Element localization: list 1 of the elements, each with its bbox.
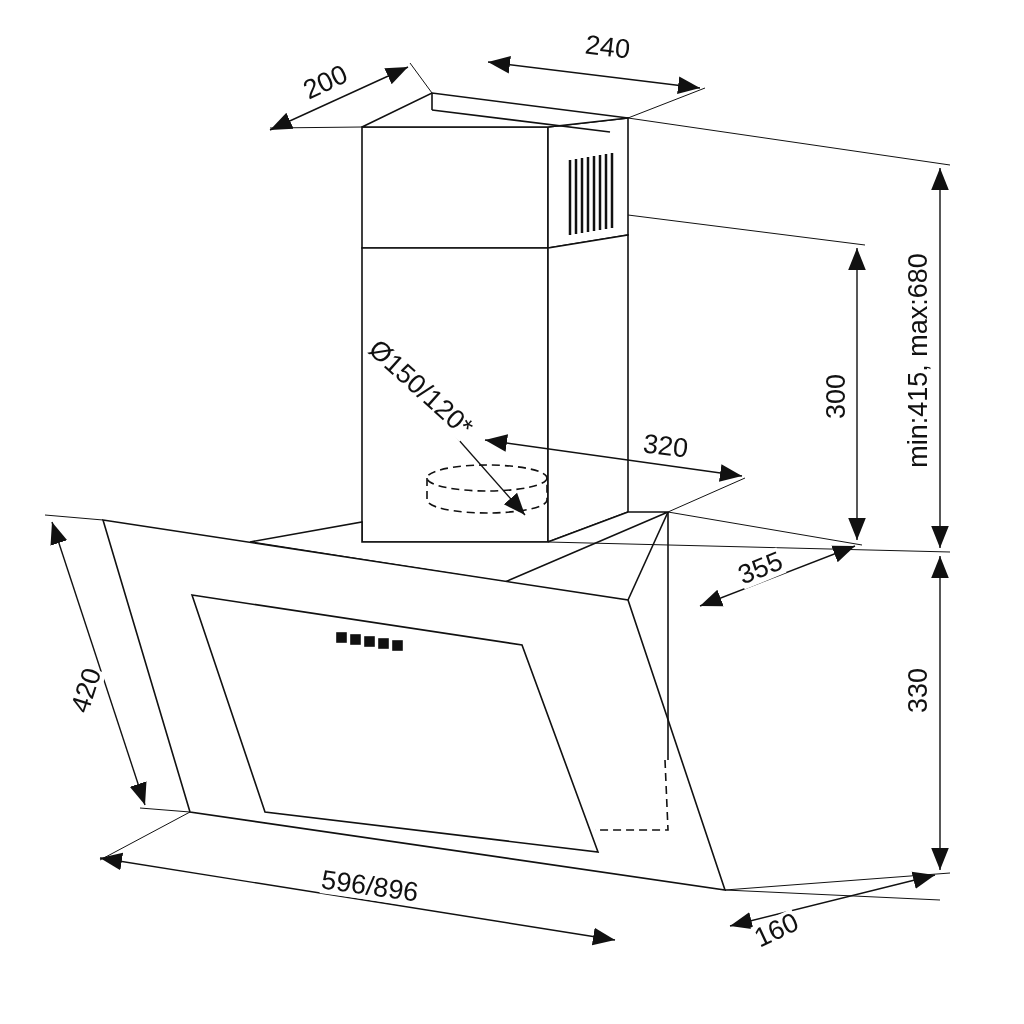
dimension-label: min:415, max:680 bbox=[904, 252, 932, 468]
